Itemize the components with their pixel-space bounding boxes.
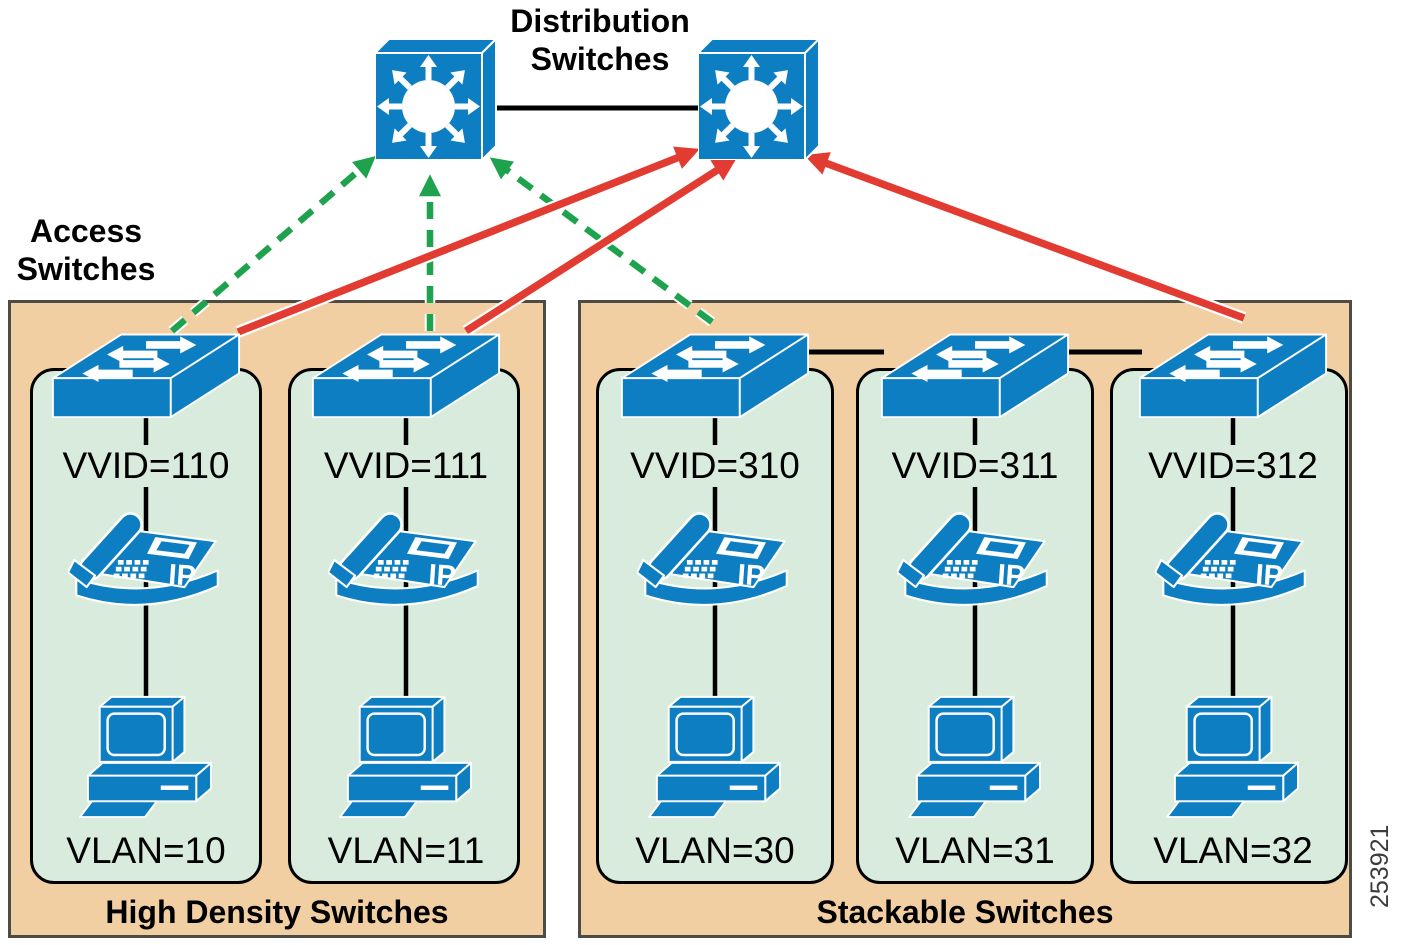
ip-phone-icon [1155, 508, 1311, 612]
vvid-label: VVID=312 [1144, 445, 1322, 487]
column-vlan11: VVID=111 VLAN=11 [287, 325, 525, 885]
vlan-label: VLAN=30 [635, 830, 795, 871]
access-label-line2: Switches [16, 251, 156, 287]
access-switch-icon [880, 333, 1070, 419]
computer-icon [907, 695, 1042, 819]
vlan-label: VLAN=31 [895, 830, 1055, 871]
computer-icon [1165, 695, 1300, 819]
access-switches-label: Access Switches [0, 212, 172, 288]
column-vlan10: VVID=110 VLAN=10 [27, 325, 265, 885]
title-line1: Distribution [510, 3, 690, 39]
column-vlan32: VVID=312 VLAN=32 [1114, 325, 1352, 885]
column-vlan30: VVID=310 VLAN=30 [596, 325, 834, 885]
title-line2: Switches [530, 41, 670, 77]
ip-phone-icon [637, 508, 793, 612]
access-switch-icon [620, 333, 810, 419]
ip-phone-icon [897, 508, 1053, 612]
stackable-switches-label: Stackable Switches [816, 894, 1114, 930]
access-label-line1: Access [29, 213, 143, 249]
computer-icon [338, 695, 473, 819]
figure-number: 253921 [1366, 824, 1394, 908]
high-density-switches-label: High Density Switches [105, 894, 449, 930]
distribution-switches-title: Distribution Switches [450, 2, 750, 78]
vvid-label: VVID=111 [319, 445, 493, 487]
vvid-label: VVID=110 [58, 445, 234, 487]
vlan-label: VLAN=32 [1153, 830, 1313, 871]
vvid-label: VVID=311 [887, 445, 1063, 487]
column-vlan31: VVID=311 VLAN=31 [856, 325, 1094, 885]
computer-icon [78, 695, 213, 819]
access-switch-icon [311, 333, 501, 419]
vvid-label: VVID=310 [626, 445, 804, 487]
access-switch-icon [1138, 333, 1328, 419]
vlan-label: VLAN=11 [327, 830, 485, 871]
vlan-label: VLAN=10 [66, 830, 226, 871]
ip-phone-icon [68, 508, 224, 612]
access-switch-icon [51, 333, 241, 419]
ip-phone-icon [328, 508, 484, 612]
computer-icon [647, 695, 782, 819]
